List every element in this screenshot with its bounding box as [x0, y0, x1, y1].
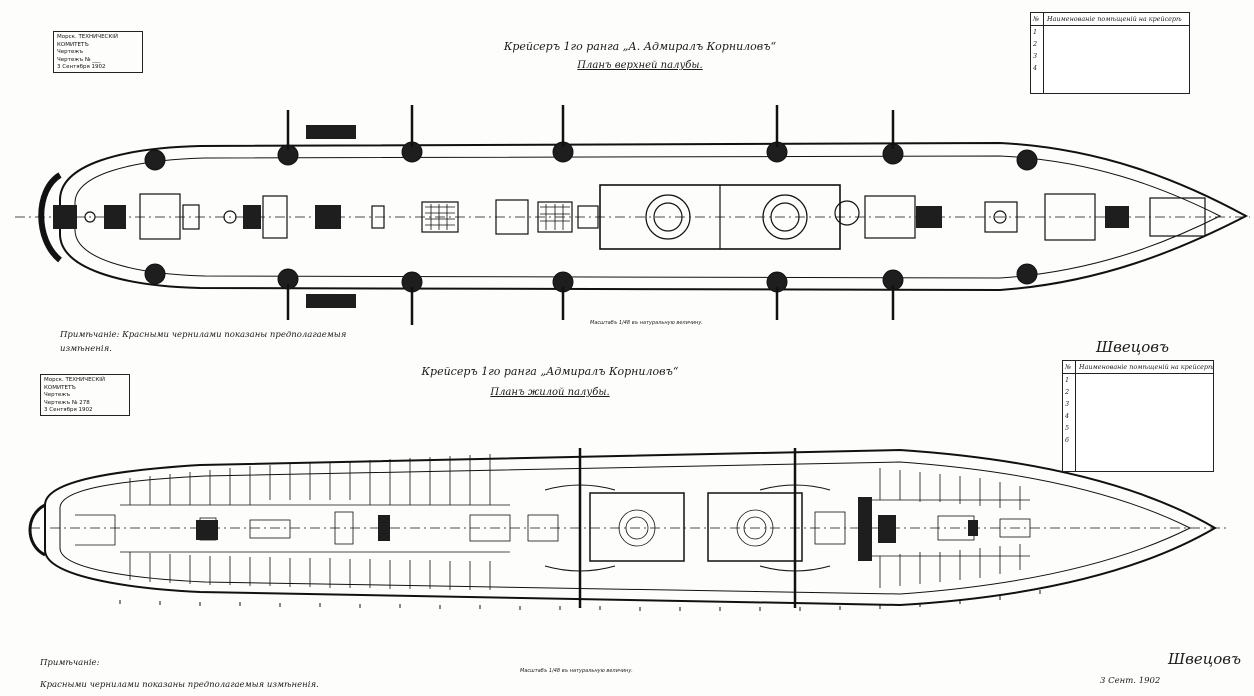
- upper-plan-scale: Масштабъ 1/48 въ натуральную величину.: [590, 320, 703, 326]
- stamp-line: Морск. ТЕХНИЧЕСКІЙ КОМИТЕТЪ: [44, 377, 106, 391]
- legend-row: 3: [1065, 400, 1070, 408]
- legend-rule: [1075, 361, 1076, 471]
- lower-approval-stamp: Морск. ТЕХНИЧЕСКІЙ КОМИТЕТЪ Чертежъ Черт…: [40, 374, 130, 416]
- stamp-line: 3 Сентября 1902: [57, 64, 106, 70]
- stamp-line: Чертежъ: [44, 392, 71, 398]
- stamp-line: Чертежъ № 278: [44, 399, 90, 406]
- upper-plan-note: Примѣчаніе: Красными чернилами показаны …: [60, 330, 347, 354]
- legend-row: 1: [1033, 28, 1038, 36]
- stamp-line: 3 Сентября 1902: [44, 407, 93, 413]
- stamp-line: Чертежъ: [57, 49, 84, 55]
- upper-plan-title: Крейсеръ 1го ранга „А. Адмиралъ Корнилов…: [503, 40, 777, 53]
- legend-row: 6: [1065, 436, 1070, 444]
- legend-no-header: №: [1033, 15, 1040, 23]
- lower-plan-scale: Масштабъ 1/48 въ натуральную величину.: [520, 668, 633, 674]
- legend-heading: Наименованіе помѣщеній на крейсерѣ: [1047, 15, 1182, 23]
- legend-row: 4: [1065, 412, 1070, 420]
- stamp-line: Морск. ТЕХНИЧЕСКІЙ КОМИТЕТЪ: [57, 34, 119, 48]
- legend-row: 1: [1065, 376, 1070, 384]
- lower-plan-subtitle: Планъ жилой палубы.: [490, 387, 610, 398]
- upper-plan-subtitle: Планъ верхней палубы.: [577, 60, 703, 71]
- stamp-line: Чертежъ № ___: [57, 56, 101, 63]
- lower-plan-note-label: Примѣчаніе:: [40, 658, 100, 668]
- legend-rule: [1043, 13, 1044, 93]
- lower-plan-note: Красными чернилами показаны предполагаем…: [40, 680, 319, 690]
- legend-no-header: №: [1065, 363, 1072, 371]
- legend-row: 2: [1065, 388, 1070, 396]
- upper-signature: Швецовъ: [1096, 338, 1169, 356]
- legend-row: 5: [1065, 424, 1070, 432]
- lower-date: 3 Сент. 1902: [1100, 676, 1161, 686]
- legend-heading: Наименованіе помѣщеній на крейсерѣ: [1079, 363, 1213, 371]
- lower-signature: Швецовъ: [1168, 650, 1241, 668]
- legend-row: 4: [1033, 64, 1038, 72]
- legend-row: 3: [1033, 52, 1038, 60]
- lower-plan-title: Крейсеръ 1го ранга „Адмиралъ Корниловъ“: [421, 365, 679, 378]
- upper-approval-stamp: Морск. ТЕХНИЧЕСКІЙ КОМИТЕТЪ Чертежъ Черт…: [53, 31, 143, 73]
- legend-row: 2: [1033, 40, 1038, 48]
